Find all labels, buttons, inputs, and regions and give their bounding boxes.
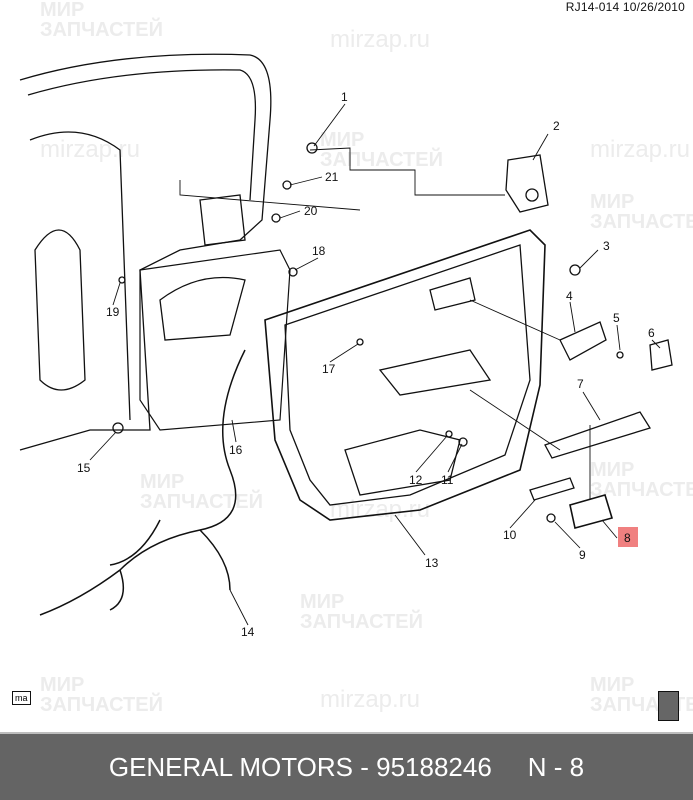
window-switch xyxy=(569,494,614,529)
footer-bar: GENERAL MOTORS - 95188246 N - 8 xyxy=(0,732,693,800)
ma-badge: ma xyxy=(12,691,31,705)
callout-1[interactable]: 1 xyxy=(341,90,348,104)
door-trim-panel xyxy=(264,229,546,521)
callout-labels: 1 2 3 4 5 6 7 8 9 10 11 12 13 14 15 16 1… xyxy=(77,90,655,639)
position-label: N - 8 xyxy=(527,751,585,782)
diagram-reference: RJ14-014 10/26/2010 xyxy=(565,0,685,14)
callout-13[interactable]: 13 xyxy=(425,556,439,570)
part-number: GENERAL MOTORS - 95188246 xyxy=(108,751,492,782)
callout-7[interactable]: 7 xyxy=(577,377,584,391)
callout-15[interactable]: 15 xyxy=(77,461,91,475)
callout-10[interactable]: 10 xyxy=(503,528,517,542)
door-trim-parts-diagram: 1 2 3 4 5 6 7 8 9 10 11 12 13 14 15 16 1… xyxy=(19,53,673,639)
cap xyxy=(649,339,673,371)
callout-21[interactable]: 21 xyxy=(325,170,339,184)
speaker-cover xyxy=(505,154,549,213)
callout-5[interactable]: 5 xyxy=(613,311,620,325)
callout-8[interactable]: 8 xyxy=(624,531,631,545)
callout-12[interactable]: 12 xyxy=(409,473,423,487)
callout-17[interactable]: 17 xyxy=(322,362,336,376)
door-frame xyxy=(19,53,272,451)
callout-20[interactable]: 20 xyxy=(304,204,318,218)
callout-6[interactable]: 6 xyxy=(648,326,655,340)
callout-2[interactable]: 2 xyxy=(553,119,560,133)
callout-4[interactable]: 4 xyxy=(566,289,573,303)
callout-11[interactable]: 11 xyxy=(441,473,454,487)
callout-16[interactable]: 16 xyxy=(229,443,243,457)
water-deflector xyxy=(139,249,291,431)
callout-9[interactable]: 9 xyxy=(579,548,586,562)
callout-3[interactable]: 3 xyxy=(603,239,610,253)
highlight-box xyxy=(618,527,638,547)
wiring-harness xyxy=(39,349,246,616)
manual-book-icon xyxy=(658,691,679,721)
switch-bezel xyxy=(544,411,652,459)
callout-14[interactable]: 14 xyxy=(241,625,255,639)
callout-19[interactable]: 19 xyxy=(106,305,120,319)
inside-handle xyxy=(559,321,607,361)
callout-18[interactable]: 18 xyxy=(312,244,326,258)
bracket xyxy=(529,477,575,501)
